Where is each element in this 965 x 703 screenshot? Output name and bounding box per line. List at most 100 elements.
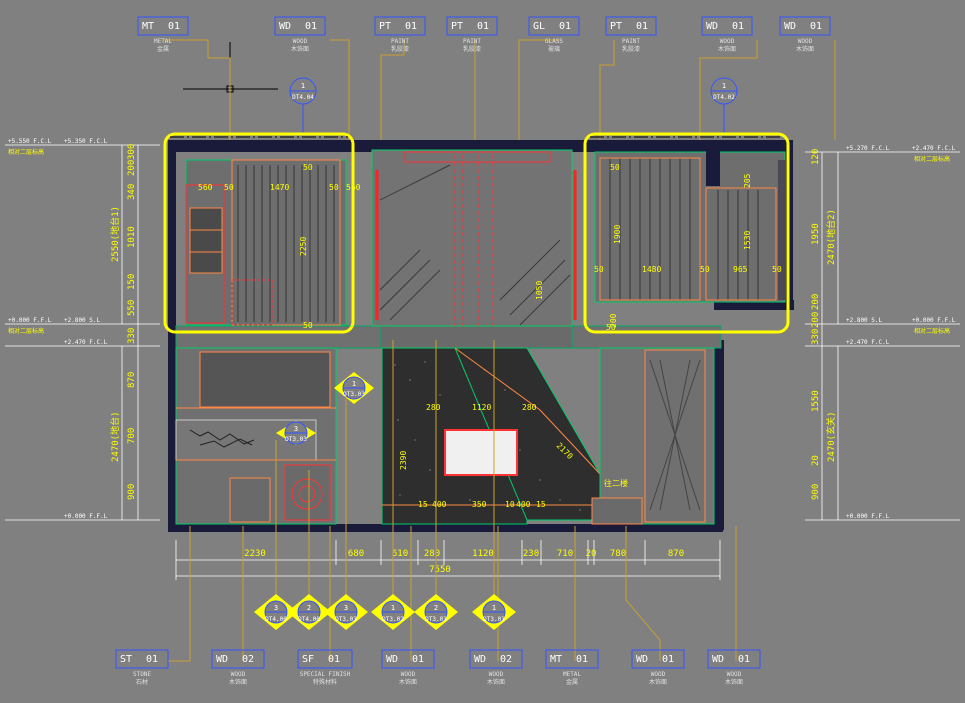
svg-text:石材: 石材 bbox=[136, 678, 148, 686]
svg-text:MT: MT bbox=[550, 654, 562, 665]
svg-text:01: 01 bbox=[810, 21, 822, 32]
svg-text:+0.000 F.F.L: +0.000 F.F.L bbox=[8, 317, 52, 324]
svg-text:560: 560 bbox=[198, 183, 213, 192]
svg-text:1: 1 bbox=[722, 82, 726, 90]
svg-text:400: 400 bbox=[516, 500, 531, 509]
svg-text:01: 01 bbox=[305, 21, 317, 32]
svg-text:550: 550 bbox=[127, 300, 137, 316]
svg-text:3: 3 bbox=[294, 425, 298, 433]
detail-marker-bottom-1: 3 DT4.00 bbox=[254, 594, 298, 630]
levels-right: +5.270 F.C.L +2.470 F.C.L 相对二层标高 +2.800 … bbox=[805, 145, 960, 521]
svg-text:木饰面: 木饰面 bbox=[229, 678, 247, 686]
material-tags-top: MT 01 METAL 金属 WD 01 WOOD 木饰面 PT 01 PAIN… bbox=[137, 16, 831, 53]
svg-text:WOOD: WOOD bbox=[231, 671, 246, 678]
tag-top-6: PT 01 PAINT 乳胶漆 bbox=[605, 16, 657, 53]
svg-text:3: 3 bbox=[274, 604, 278, 612]
svg-text:WOOD: WOOD bbox=[798, 38, 813, 45]
svg-text:SF: SF bbox=[302, 654, 314, 665]
svg-text:+2.470 F.C.L: +2.470 F.C.L bbox=[64, 339, 108, 346]
svg-text:相对二层标高: 相对二层标高 bbox=[914, 155, 950, 163]
svg-text:200: 200 bbox=[811, 312, 821, 328]
svg-text:01: 01 bbox=[576, 654, 588, 665]
svg-text:200: 200 bbox=[127, 160, 137, 176]
svg-text:50: 50 bbox=[224, 183, 234, 192]
svg-text:PAINT: PAINT bbox=[391, 38, 409, 45]
tag-bottom-1: ST 01 STONE 石材 bbox=[115, 649, 169, 686]
tag-bottom-5: WD 02 WOOD 木饰面 bbox=[469, 649, 523, 686]
detail-marker-bottom-6: 1 DT3.03 bbox=[472, 594, 516, 630]
svg-text:205: 205 bbox=[743, 173, 752, 188]
svg-text:50: 50 bbox=[606, 323, 616, 332]
svg-text:METAL: METAL bbox=[563, 671, 581, 678]
svg-text:DT3.03: DT3.03 bbox=[343, 391, 365, 398]
svg-text:680: 680 bbox=[348, 549, 364, 559]
svg-text:乳胶漆: 乳胶漆 bbox=[622, 45, 640, 53]
svg-text:01: 01 bbox=[636, 21, 648, 32]
svg-text:2250: 2250 bbox=[299, 237, 308, 256]
svg-text:往二楼: 往二楼 bbox=[604, 478, 628, 488]
svg-text:330: 330 bbox=[127, 328, 137, 344]
svg-text:WOOD: WOOD bbox=[727, 671, 742, 678]
detail-marker-bottom-5: 2 DT3.03 bbox=[414, 594, 458, 630]
detail-bubble-top-left: 1 DT4.04 bbox=[289, 77, 317, 134]
svg-text:特殊材料: 特殊材料 bbox=[313, 678, 337, 686]
svg-text:50: 50 bbox=[610, 163, 620, 172]
svg-text:150: 150 bbox=[127, 274, 137, 290]
svg-text:DT4.00: DT4.00 bbox=[298, 616, 320, 623]
svg-text:+5.350 F.C.L: +5.350 F.C.L bbox=[64, 138, 108, 145]
svg-text:WD: WD bbox=[712, 654, 724, 665]
svg-text:PT: PT bbox=[451, 21, 463, 32]
leader-lines-bottom bbox=[168, 340, 737, 662]
svg-text:1: 1 bbox=[352, 380, 356, 388]
svg-text:WOOD: WOOD bbox=[401, 671, 416, 678]
svg-text:WD: WD bbox=[706, 21, 718, 32]
material-tags-bottom: ST 01 STONE 石材 WD 02 WOOD 木饰面 SF 01 SPEC… bbox=[115, 649, 761, 686]
svg-text:DT3.03: DT3.03 bbox=[335, 616, 357, 623]
svg-text:MT: MT bbox=[142, 21, 154, 32]
svg-text:+2.470 F.C.L: +2.470 F.C.L bbox=[912, 145, 956, 152]
svg-text:50: 50 bbox=[329, 183, 339, 192]
svg-text:WD: WD bbox=[474, 654, 486, 665]
svg-text:乳胶漆: 乳胶漆 bbox=[463, 45, 481, 53]
dims-bottom: 2230 680 610 280 1120 230 710 20 780 870… bbox=[175, 540, 721, 580]
tag-bottom-6: MT 01 METAL 金属 bbox=[545, 649, 599, 686]
svg-text:10: 10 bbox=[505, 500, 515, 509]
svg-text:2470(玄关): 2470(玄关) bbox=[825, 411, 837, 462]
svg-text:+2.800 S.L: +2.800 S.L bbox=[846, 317, 883, 324]
tag-bottom-8: WD 01 WOOD 木饰面 bbox=[707, 649, 761, 686]
svg-text:木饰面: 木饰面 bbox=[725, 678, 743, 686]
svg-text:木饰面: 木饰面 bbox=[649, 678, 667, 686]
svg-text:木饰面: 木饰面 bbox=[399, 678, 417, 686]
tag-top-4: PT 01 PAINT 乳胶漆 bbox=[446, 16, 498, 53]
dims-right: 120 1950 200 200 330 1550 20 900 2470(地台… bbox=[811, 149, 839, 520]
svg-text:560: 560 bbox=[346, 183, 361, 192]
svg-text:7550: 7550 bbox=[429, 565, 451, 575]
inner-dims-upper-left: 560 50 1470 50 560 50 2250 50 bbox=[198, 163, 361, 330]
svg-text:900: 900 bbox=[811, 484, 821, 500]
svg-text:01: 01 bbox=[328, 654, 340, 665]
svg-text:DT4.02: DT4.02 bbox=[713, 94, 735, 101]
svg-text:WD: WD bbox=[784, 21, 796, 32]
svg-text:50: 50 bbox=[700, 265, 710, 274]
tag-top-1: MT 01 METAL 金属 bbox=[137, 16, 189, 53]
svg-text:PT: PT bbox=[610, 21, 622, 32]
tag-top-8: WD 01 WOOD 木饰面 bbox=[779, 16, 831, 53]
detail-marker-bottom-4: 1 DT3.02 bbox=[371, 594, 415, 630]
svg-text:STONE: STONE bbox=[133, 671, 151, 678]
tag-bottom-4: WD 01 WOOD 木饰面 bbox=[381, 649, 435, 686]
svg-text:50: 50 bbox=[594, 265, 604, 274]
svg-text:1120: 1120 bbox=[472, 403, 491, 412]
svg-text:玻璃: 玻璃 bbox=[548, 45, 560, 53]
svg-text:WD: WD bbox=[386, 654, 398, 665]
svg-text:01: 01 bbox=[405, 21, 417, 32]
svg-text:50: 50 bbox=[772, 265, 782, 274]
svg-text:2: 2 bbox=[307, 604, 311, 612]
svg-text:01: 01 bbox=[662, 654, 674, 665]
svg-text:2: 2 bbox=[434, 604, 438, 612]
svg-text:1530: 1530 bbox=[743, 231, 752, 250]
svg-text:PAINT: PAINT bbox=[463, 38, 481, 45]
svg-text:木饰面: 木饰面 bbox=[718, 45, 736, 53]
svg-text:20: 20 bbox=[811, 455, 821, 466]
svg-text:1120: 1120 bbox=[472, 549, 494, 559]
